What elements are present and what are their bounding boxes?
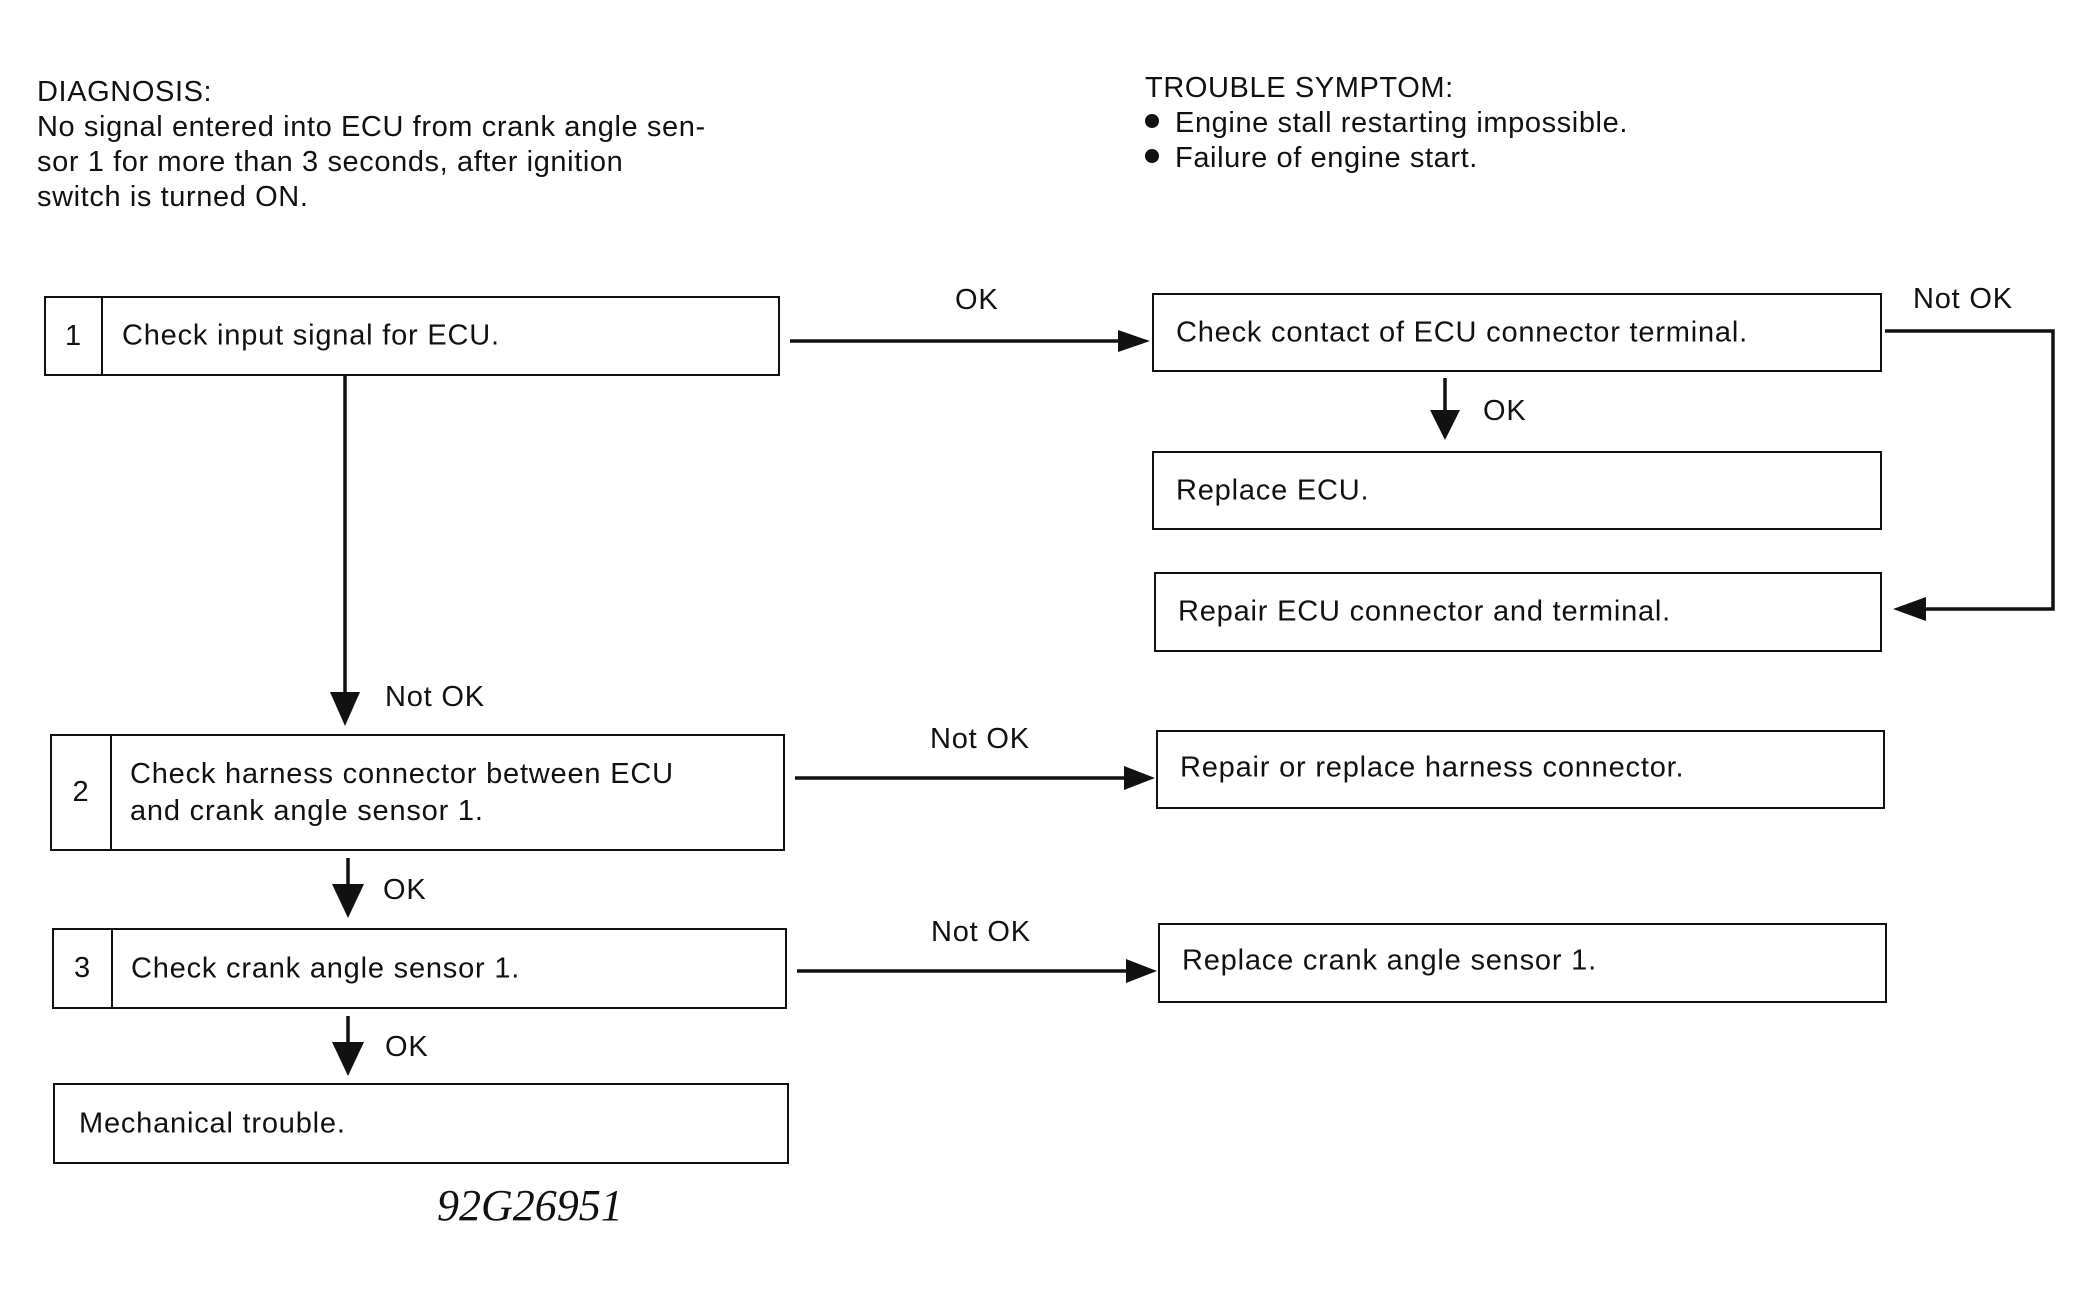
step-number: 1 bbox=[46, 298, 103, 374]
check-contact-text: Check contact of ECU connector terminal. bbox=[1176, 316, 1748, 348]
replace-ecu-box: Replace ECU. bbox=[1152, 451, 1882, 530]
trouble-symptom-block: TROUBLE SYMPTOM: Engine stall restarting… bbox=[1145, 71, 1628, 176]
label-not-ok-check-contact: Not OK bbox=[1913, 283, 2013, 315]
arrowhead-right-replace-sensor bbox=[1126, 959, 1157, 983]
step-1-box: 1 Check input signal for ECU. bbox=[44, 296, 780, 376]
arrowhead-right-repair-harness bbox=[1124, 766, 1155, 790]
step-text: and crank angle sensor 1. bbox=[130, 794, 484, 827]
step-text: Check harness connector between ECU bbox=[130, 757, 674, 790]
diagnosis-line: No signal entered into ECU from crank an… bbox=[37, 111, 706, 143]
replace-ecu-text: Replace ECU. bbox=[1176, 474, 1370, 506]
check-contact-box: Check contact of ECU connector terminal. bbox=[1152, 293, 1882, 372]
step-3-box: 3 Check crank angle sensor 1. bbox=[52, 928, 787, 1009]
symptom-item: Failure of engine start. bbox=[1145, 141, 1628, 176]
diagnosis-line: switch is turned ON. bbox=[37, 181, 309, 213]
label-ok-step3: OK bbox=[385, 1031, 429, 1063]
label-not-ok-step1: Not OK bbox=[385, 681, 485, 713]
replace-sensor-text: Replace crank angle sensor 1. bbox=[1182, 944, 1597, 977]
arrow-check-contact-to-repair-connector bbox=[1885, 329, 2055, 611]
arrowhead-left-repair-connector bbox=[1893, 597, 1926, 621]
repair-connector-text: Repair ECU connector and terminal. bbox=[1178, 595, 1672, 628]
repair-harness-box: Repair or replace harness connector. bbox=[1156, 730, 1885, 809]
label-ok-check-contact: OK bbox=[1483, 395, 1527, 427]
label-ok-step1: OK bbox=[955, 284, 999, 316]
diagnosis-block: DIAGNOSIS: No signal entered into ECU fr… bbox=[37, 75, 706, 215]
arrowhead-down-step2 bbox=[330, 692, 360, 726]
step-number: 2 bbox=[52, 736, 112, 849]
bullet-icon bbox=[1145, 114, 1159, 129]
arrowhead-down-replace-ecu bbox=[1430, 410, 1460, 440]
arrowhead-right-check-contact bbox=[1118, 330, 1150, 352]
diagnosis-line: sor 1 for more than 3 seconds, after ign… bbox=[37, 146, 624, 178]
symptom-item: Engine stall restarting impossible. bbox=[1145, 106, 1628, 141]
bullet-icon bbox=[1145, 149, 1159, 164]
step-text: Check crank angle sensor 1. bbox=[131, 952, 521, 984]
step-number: 3 bbox=[54, 930, 113, 1007]
repair-connector-box: Repair ECU connector and terminal. bbox=[1154, 572, 1882, 652]
label-not-ok-step2: Not OK bbox=[930, 723, 1030, 755]
repair-harness-text: Repair or replace harness connector. bbox=[1180, 751, 1685, 784]
arrowhead-down-mechanical bbox=[332, 1042, 364, 1076]
label-ok-step2: OK bbox=[383, 874, 427, 906]
trouble-symptom-heading: TROUBLE SYMPTOM: bbox=[1145, 72, 1454, 104]
mechanical-trouble-text: Mechanical trouble. bbox=[79, 1107, 346, 1139]
mechanical-trouble-box: Mechanical trouble. bbox=[53, 1083, 789, 1164]
replace-sensor-box: Replace crank angle sensor 1. bbox=[1158, 923, 1887, 1003]
step-text: Check input signal for ECU. bbox=[122, 319, 500, 352]
diagnosis-heading: DIAGNOSIS: bbox=[37, 76, 213, 108]
arrowhead-down-step3 bbox=[332, 884, 364, 918]
step-2-box: 2 Check harness connector between ECU an… bbox=[50, 734, 785, 851]
figure-code: 92G26951 bbox=[437, 1181, 623, 1230]
label-not-ok-step3: Not OK bbox=[931, 916, 1031, 948]
